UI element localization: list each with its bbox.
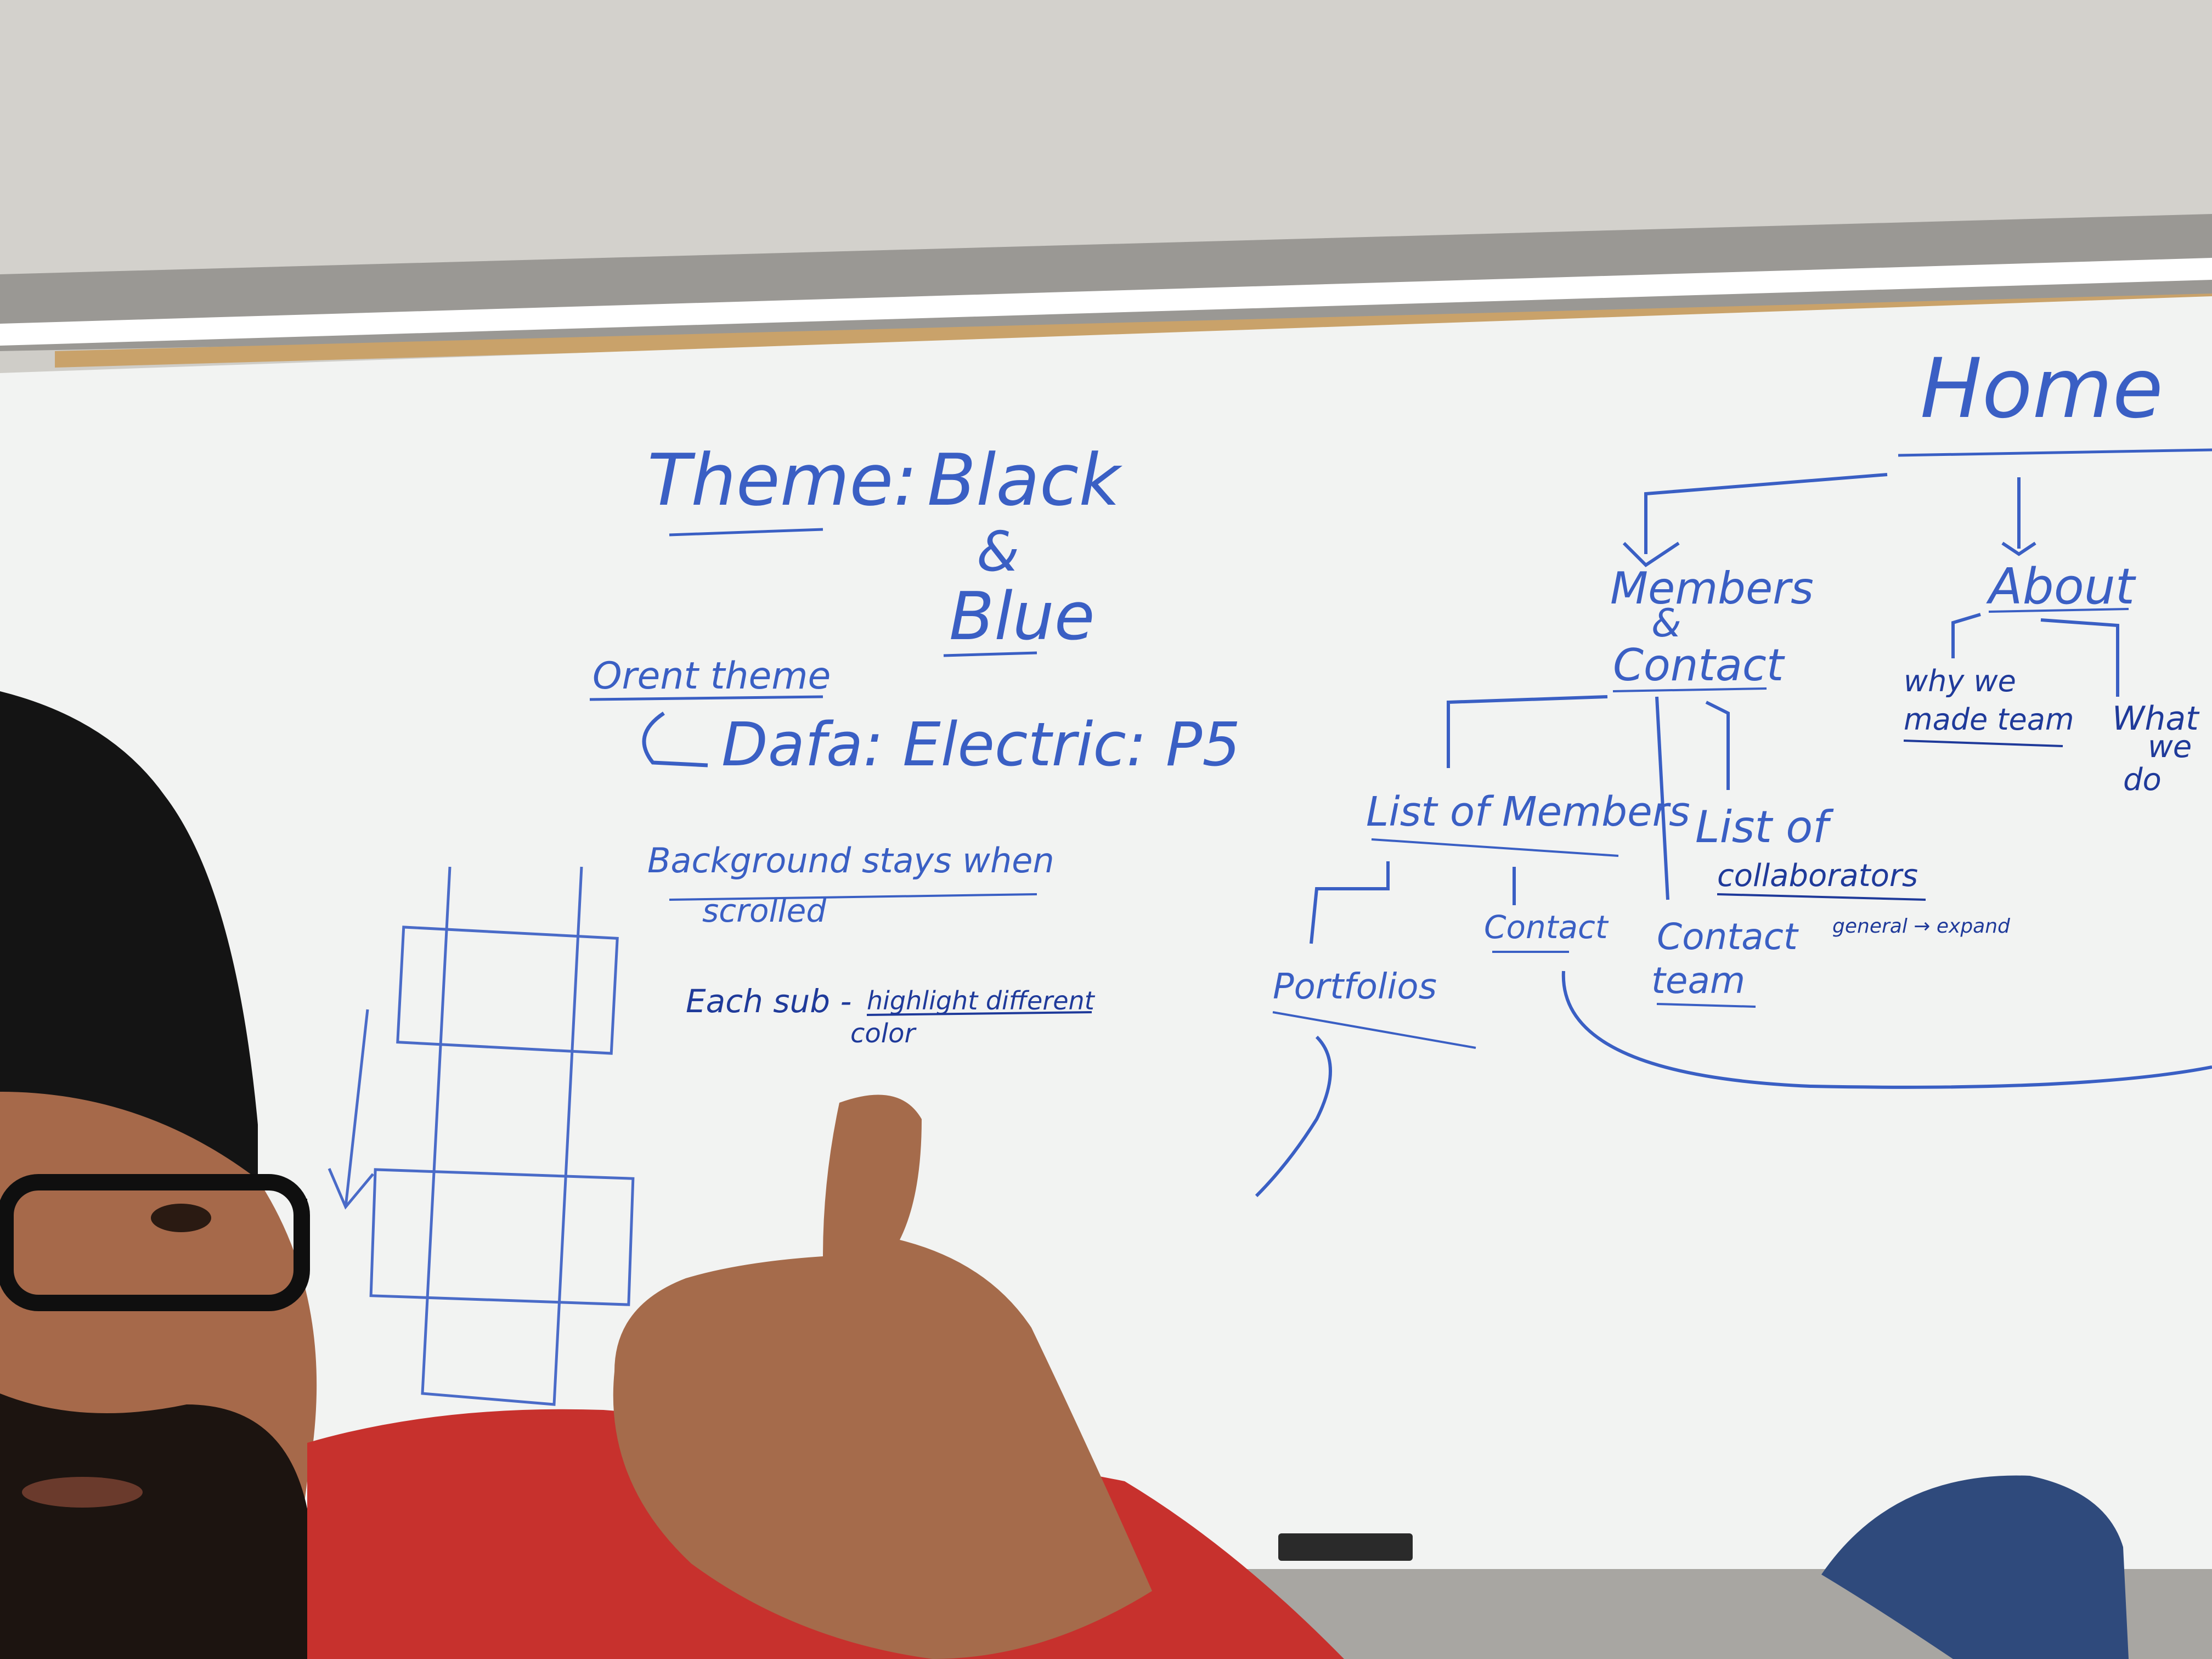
mouth [22, 1477, 143, 1508]
cork-strip [55, 294, 2212, 368]
members-label: Members [1610, 563, 1814, 614]
thumbs-up-hand [613, 1094, 1152, 1659]
beard [0, 1393, 307, 1659]
chair [1821, 1475, 2129, 1659]
general-expand: general → expand [1832, 915, 2011, 938]
color-note: color [850, 1018, 917, 1049]
underline-bg [669, 893, 1037, 901]
list-members: List of Members [1366, 788, 1690, 836]
underline-highlight [866, 1011, 1092, 1016]
whiteboard [0, 296, 2212, 1591]
underline-about [1988, 608, 2129, 613]
home-label: Home [1920, 341, 2163, 437]
contact-label: Contact [1613, 640, 1785, 691]
underline-blue [943, 651, 1037, 657]
eraser [1278, 1533, 1413, 1561]
what-we-3: do [2123, 762, 2162, 798]
list-collab-1: List of [1695, 802, 1834, 853]
theme-blue: Blue [949, 579, 1095, 655]
theme-title: Theme: [647, 438, 917, 522]
bg-note: Background stays when [647, 840, 1054, 881]
underline-home [1898, 448, 2212, 457]
arrow-curve [642, 712, 708, 768]
what-we-2: we [2148, 729, 2192, 765]
orent-theme: Orent theme [592, 654, 831, 698]
underline-why [1903, 740, 2063, 747]
underline-contact [1612, 687, 1767, 692]
members-amp: & [1651, 601, 1681, 646]
each-sub: Each sub - [686, 983, 851, 1020]
turban [0, 691, 258, 1196]
light-strip [0, 258, 2212, 346]
contact-team-1: Contact [1657, 916, 1799, 958]
what-we-1: What [2112, 699, 2200, 738]
underline-list-members [1371, 838, 1619, 857]
underline-collab [1717, 893, 1926, 901]
highlight-different: highlight different [867, 986, 1096, 1015]
eye [151, 1204, 211, 1232]
contact-small: Contact [1484, 909, 1609, 946]
contact-team-2: team [1651, 960, 1745, 1002]
list-collab-2: collaborators [1717, 858, 1918, 894]
scroll-sketch [328, 866, 635, 1406]
theme-value: Dafa: Electric: P5 [721, 709, 1240, 780]
theme-black: Black [927, 438, 1122, 522]
sitemap-lines [1255, 473, 2212, 1198]
about-label: About [1986, 558, 2137, 616]
underline-contact-team [1656, 1003, 1756, 1008]
why-we-2: made team [1904, 702, 2074, 737]
underline-theme [669, 528, 823, 537]
underline-portfolios [1272, 1011, 1476, 1049]
why-we-1: why we [1904, 664, 2016, 698]
portfolios: Portfolios [1273, 967, 1437, 1007]
theme-amp: & [977, 520, 1019, 584]
glasses [0, 1174, 310, 1311]
underline-orent [589, 695, 823, 701]
